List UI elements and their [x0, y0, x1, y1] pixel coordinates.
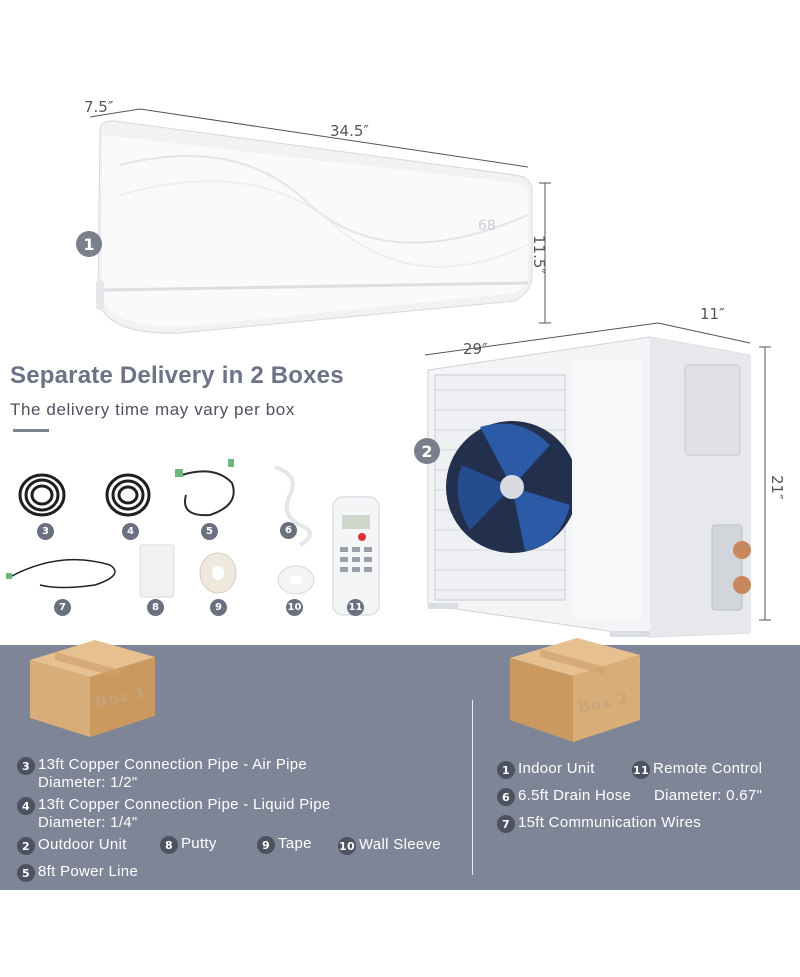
- power-line: [175, 459, 235, 517]
- page-title: Separate Delivery in 2 Boxes: [10, 362, 344, 389]
- box2-item-badge: 11: [632, 761, 650, 779]
- indoor-depth-label: 7.5″: [84, 98, 114, 116]
- box1-item-badge: 4: [17, 797, 35, 815]
- accessory-badge-5: 5: [201, 523, 218, 540]
- box1-item-badge: 2: [17, 837, 35, 855]
- box2-item-text: 15ft Communication Wires: [518, 814, 702, 831]
- box2-item-comm-wires: 7 15ft Communication Wires: [497, 814, 701, 833]
- accessory-badge-8: 8: [147, 599, 164, 616]
- accessory-badge-10: 10: [286, 599, 303, 616]
- box-2-illustration: [505, 630, 645, 745]
- box1-item-text: 13ft Copper Connection Pipe - Liquid Pip…: [38, 796, 331, 831]
- box2-item-remote: 11 Remote Control: [632, 760, 762, 779]
- box2-item-text: Diameter: 0.67": [654, 787, 763, 804]
- box1-item-badge: 9: [257, 836, 275, 854]
- accessories-drawing: [6, 459, 380, 616]
- box1-item-text: Tape: [278, 835, 312, 852]
- accessory-badge-6: 6: [280, 522, 297, 539]
- outdoor-width-label: 29″: [463, 340, 488, 358]
- accessory-badge-4: 4: [122, 523, 139, 540]
- accessory-badge-7: 7: [54, 599, 71, 616]
- box1-item-air-pipe: 3 13ft Copper Connection Pipe - Air Pipe…: [17, 756, 307, 792]
- box2-item-text: Remote Control: [653, 760, 763, 777]
- indoor-width-label: 34.5″: [330, 122, 370, 140]
- box2-item-text: 6.5ft Drain Hose: [518, 787, 632, 804]
- box2-item-drain-diameter: Diameter: 0.67": [654, 787, 762, 805]
- outdoor-unit-drawing: [424, 322, 771, 638]
- liquid-pipe-coil: [105, 473, 151, 517]
- accessory-badge-9: 9: [210, 599, 227, 616]
- indoor-height-label: 11.5″: [530, 235, 548, 275]
- air-pipe-coil: [18, 473, 66, 517]
- box2-item-badge: 6: [497, 788, 515, 806]
- page-subtitle: The delivery time may vary per box: [10, 400, 295, 419]
- box2-item-indoor-unit: 1 Indoor Unit: [497, 760, 595, 779]
- box1-item-badge: 5: [17, 864, 35, 882]
- box2-item-badge: 1: [497, 761, 515, 779]
- indoor-unit-illustration: 68: [60, 95, 560, 340]
- box1-item-wall-sleeve: 10 Wall Sleeve: [338, 836, 441, 855]
- box1-item-outdoor-unit: 2 Outdoor Unit: [17, 836, 127, 855]
- box-divider: [472, 700, 473, 875]
- outdoor-height-label: 21″: [768, 475, 786, 500]
- box1-item-text: Putty: [181, 835, 217, 852]
- box1-item-badge: 8: [160, 836, 178, 854]
- box1-item-badge: 3: [17, 757, 35, 775]
- box1-item-power-line: 5 8ft Power Line: [17, 863, 138, 882]
- title-rule: [13, 429, 49, 432]
- accessory-badge-3: 3: [37, 523, 54, 540]
- display-readout: 68: [478, 218, 496, 234]
- box1-item-liquid-pipe: 4 13ft Copper Connection Pipe - Liquid P…: [17, 796, 330, 832]
- box-1-illustration: [25, 632, 160, 740]
- box1-item-badge: 10: [338, 837, 356, 855]
- badge-outdoor-unit: 2: [414, 438, 440, 464]
- box2-item-drain-hose: 6 6.5ft Drain Hose: [497, 787, 631, 806]
- badge-indoor-unit: 1: [76, 231, 102, 257]
- box1-item-text: Wall Sleeve: [359, 836, 441, 853]
- box1-item-putty: 8 Putty: [160, 835, 217, 854]
- box1-item-text: Outdoor Unit: [38, 836, 127, 853]
- box1-item-text: 8ft Power Line: [38, 863, 139, 880]
- box2-item-text: Indoor Unit: [518, 760, 595, 777]
- indoor-unit-drawing: 68: [89, 108, 551, 334]
- outdoor-unit-illustration: [420, 315, 800, 650]
- box2-item-badge: 7: [497, 815, 515, 833]
- box1-item-tape: 9 Tape: [257, 835, 312, 854]
- accessory-badge-11: 11: [347, 599, 364, 616]
- accessories-illustration: [0, 455, 400, 625]
- outdoor-depth-label: 11″: [700, 305, 725, 323]
